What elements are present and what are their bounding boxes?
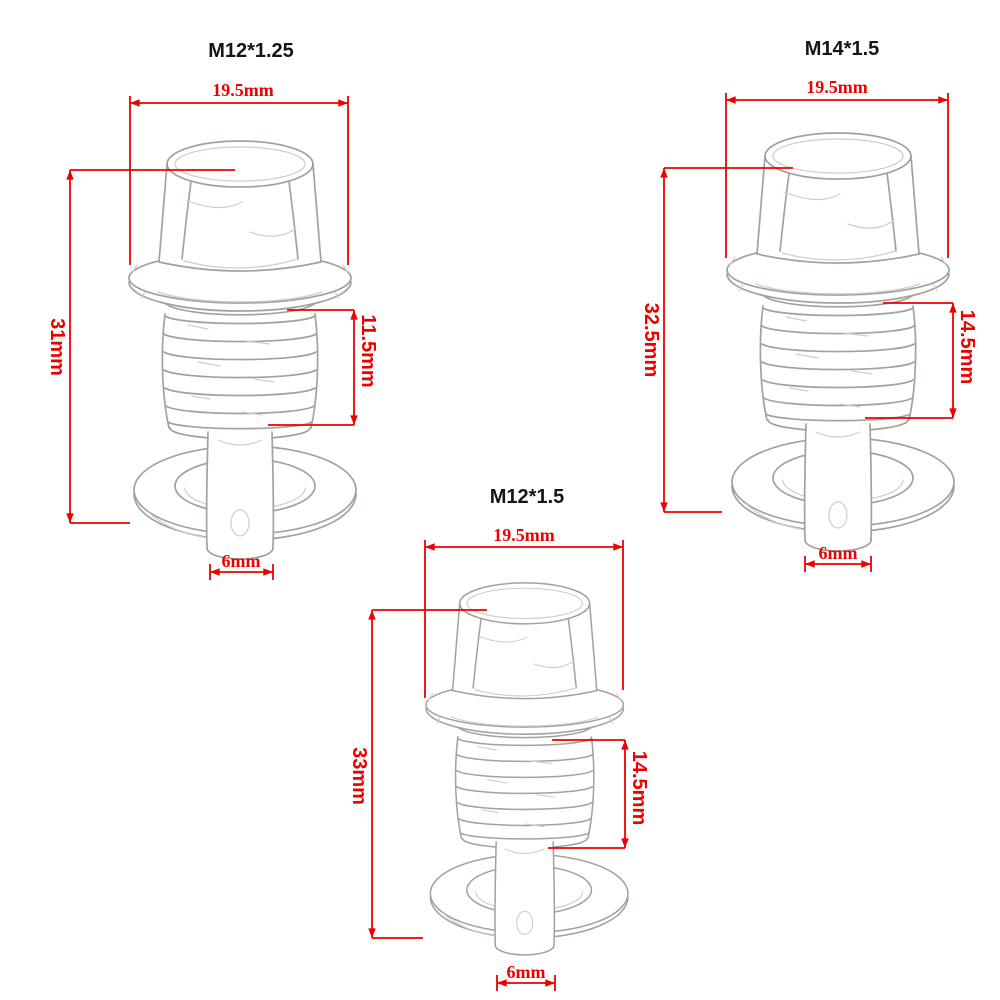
dim-total-length-label: 33mm bbox=[348, 747, 370, 805]
dim-tip-width: 6mm bbox=[804, 543, 872, 572]
dim-tip-width-label: 6mm bbox=[819, 543, 858, 563]
dim-tip-width-label: 6mm bbox=[222, 551, 261, 571]
dim-total-length: 31mm bbox=[46, 169, 235, 524]
bolt-drawing-m14x15 bbox=[726, 132, 955, 555]
dim-total-length: 33mm bbox=[348, 609, 487, 939]
dim-total-length: 32.5mm bbox=[640, 167, 793, 513]
dim-head-width: 19.5mm bbox=[129, 80, 349, 265]
dim-thread-length: 14.5mm bbox=[865, 302, 978, 419]
dim-tip-width: 6mm bbox=[496, 962, 556, 991]
bolt-title: M12*1.25 bbox=[208, 40, 294, 62]
dim-thread-length-label: 14.5mm bbox=[956, 310, 978, 385]
bolt-title: M14*1.5 bbox=[805, 38, 880, 60]
dim-thread-length-label: 14.5mm bbox=[628, 751, 650, 826]
dim-thread-length: 11.5mm bbox=[268, 309, 379, 426]
bolt-group-m14x15: M14*1.5 19.5mm 32.5mm 14.5mm 6mm bbox=[640, 38, 978, 572]
bolt-group-m12x15: M12*1.5 19.5mm 33mm 14.5mm 6mm bbox=[348, 486, 650, 991]
dim-tip-width-label: 6mm bbox=[507, 962, 546, 982]
bolt-drawing-m12x15 bbox=[425, 582, 629, 958]
dim-total-length-label: 31mm bbox=[46, 318, 68, 376]
dim-thread-length: 14.5mm bbox=[548, 739, 650, 849]
bolt-drawing-m12x125 bbox=[128, 140, 357, 563]
dim-head-width-label: 19.5mm bbox=[212, 80, 274, 100]
dim-tip-width: 6mm bbox=[209, 551, 274, 580]
dim-head-width-label: 19.5mm bbox=[493, 525, 555, 545]
dim-head-width: 19.5mm bbox=[424, 525, 624, 698]
dim-head-width: 19.5mm bbox=[725, 77, 949, 258]
dim-total-length-label: 32.5mm bbox=[640, 303, 662, 378]
bolt-title: M12*1.5 bbox=[490, 486, 565, 508]
bolt-group-m12x125: M12*1.25 19.5mm 31mm 11.5mm 6mm bbox=[46, 40, 379, 580]
dim-head-width-label: 19.5mm bbox=[806, 77, 868, 97]
dim-thread-length-label: 11.5mm bbox=[357, 314, 379, 387]
